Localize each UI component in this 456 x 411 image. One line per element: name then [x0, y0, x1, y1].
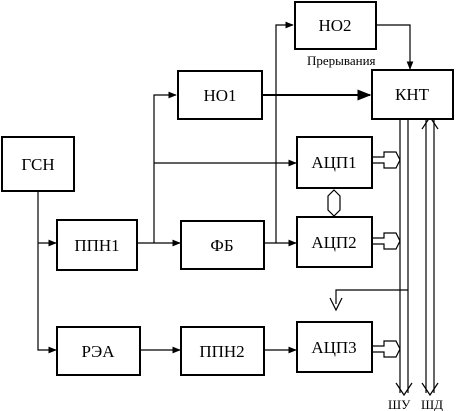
svg-text:ППН1: ППН1 — [74, 236, 119, 255]
block-knt: КНТ — [371, 69, 454, 120]
svg-text:РЭА: РЭА — [82, 342, 116, 361]
svg-text:АЦП2: АЦП2 — [311, 233, 356, 252]
block-adc2: АЦП2 — [296, 216, 373, 268]
interrupts-label: Прерывания — [307, 53, 376, 68]
block-ppn1: ППН1 — [56, 219, 138, 271]
control-bus-label: ШУ — [388, 397, 411, 411]
svg-text:НО1: НО1 — [203, 86, 236, 105]
svg-text:ФБ: ФБ — [210, 236, 233, 255]
block-no1: НО1 — [177, 70, 263, 120]
svg-text:ППН2: ППН2 — [199, 342, 244, 361]
block-fb: ФБ — [180, 220, 265, 270]
block-no2: НО2 — [294, 1, 377, 50]
connections — [37, 21, 439, 397]
svg-text:КНТ: КНТ — [395, 85, 430, 104]
svg-text:НО2: НО2 — [318, 16, 351, 35]
block-rea: РЭА — [56, 326, 141, 376]
block-gsn: ГСН — [1, 136, 75, 192]
data-bus-label: ШД — [421, 397, 443, 411]
svg-text:ГСН: ГСН — [21, 155, 54, 174]
block-adc3: АЦП3 — [296, 321, 373, 373]
svg-text:АЦП1: АЦП1 — [311, 153, 356, 172]
svg-text:АЦП3: АЦП3 — [311, 338, 356, 357]
block-ppn2: ППН2 — [180, 326, 265, 376]
block-adc1: АЦП1 — [296, 136, 373, 189]
